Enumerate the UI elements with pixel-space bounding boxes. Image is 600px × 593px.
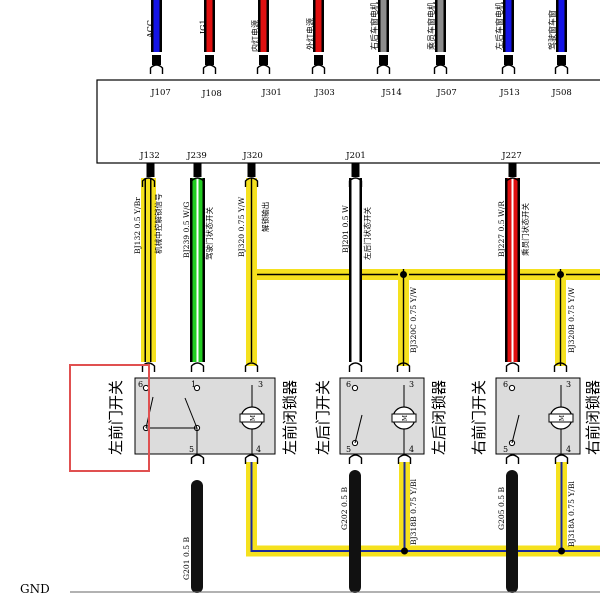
m1-pin-3: 3 <box>258 380 263 389</box>
wire-bj132-desc: 机械中控解锁信号 <box>153 193 163 254</box>
top-label-lr-window: 左后车窗电机 <box>494 2 504 50</box>
wire-bj320b: BJ320B 0.75 Y/W <box>567 287 576 353</box>
wire-g202: G202 0.5 B <box>340 487 349 530</box>
wire-bj320: BJ320 0.75 Y/W <box>237 197 246 257</box>
top-label-rr-window: 右后车窗电机 <box>369 2 379 50</box>
pin-j201: J201 <box>345 151 366 161</box>
m3-pin-5: 5 <box>503 445 508 454</box>
m2-pin-5: 5 <box>346 445 351 454</box>
top-label-acc: ACC <box>146 20 155 39</box>
m3-pin-3: 3 <box>566 380 571 389</box>
motor-symbol-1: M <box>250 415 257 421</box>
pin-j107: J107 <box>150 88 171 98</box>
down-wires <box>141 163 568 373</box>
wire-g201: G201 0.5 B <box>182 537 191 580</box>
pin-j132: J132 <box>139 151 160 161</box>
pin-j227: J227 <box>501 151 522 161</box>
wire-g205: G205 0.5 B <box>497 487 506 530</box>
label-left-rear-lock: 左后闭锁器 <box>430 380 448 455</box>
bottom-wires <box>190 454 600 593</box>
pin-j514: J514 <box>381 88 402 98</box>
label-right-front-switch: 右前门开关 <box>470 380 488 455</box>
highlight-box <box>69 364 150 472</box>
module-right-front: M 6 3 5 4 <box>495 377 581 455</box>
top-label-interior-light: 内灯电源 <box>250 20 260 52</box>
top-wires <box>149 0 569 75</box>
wire-bj318b: BJ318B 0.75 Y/Bl <box>409 478 418 545</box>
label-left-front-switch: 左前门开关 <box>107 380 125 455</box>
top-label-ig1: IG1 <box>199 19 208 34</box>
label-left-front-lock: 左前闭锁器 <box>281 380 299 455</box>
pin-j507: J507 <box>436 88 457 98</box>
m2-pin-3: 3 <box>409 380 414 389</box>
wire-bj201-desc: 左后门状态开关 <box>362 206 372 260</box>
m2-pin-4: 4 <box>409 445 414 454</box>
wire-bj227: BJ227 0.5 W/R <box>497 201 506 257</box>
m2-pin-6: 6 <box>346 380 351 389</box>
label-left-rear-switch: 左后门开关 <box>314 380 332 455</box>
pin-j320: J320 <box>242 151 263 161</box>
module-left-rear: M 6 3 5 4 <box>339 377 425 455</box>
pin-j303: J303 <box>314 88 335 98</box>
wire-bj320-desc: 解锁输出 <box>260 202 270 232</box>
wire-bj132: BJ132 0.5 Y/Br <box>133 197 142 254</box>
pin-j239: J239 <box>186 151 207 161</box>
wire-bj201: BJ201 0.5 W <box>341 205 350 253</box>
m1-pin-1: 1 <box>191 380 196 389</box>
pin-j513: J513 <box>499 88 520 98</box>
m1-pin-6: 6 <box>138 380 143 389</box>
wire-bj320c: BJ320C 0.75 Y/W <box>409 287 418 353</box>
wire-bj318a: BJ318A 0.75 Y/Bl <box>567 481 576 547</box>
label-right-front-lock: 右前闭锁器 <box>584 380 600 455</box>
bcm-box <box>96 79 600 164</box>
motor-symbol-2: M <box>402 415 409 421</box>
motor-symbol-3: M <box>559 415 566 421</box>
top-label-exterior-light: 外灯电源 <box>305 18 315 50</box>
pin-j508: J508 <box>551 88 572 98</box>
top-label-passenger-window: 乘员车窗电机 <box>426 2 436 50</box>
m1-pin-5: 5 <box>189 445 194 454</box>
module-left-front: M 6 1 3 5 4 <box>134 377 276 455</box>
pin-j108: J108 <box>201 89 222 99</box>
wire-bj227-desc: 乘员门状态开关 <box>520 202 530 256</box>
wire-bj239-desc: 驾驶门状态开关 <box>204 206 214 260</box>
yellow-bus <box>246 269 600 366</box>
m3-pin-6: 6 <box>503 380 508 389</box>
m1-pin-4: 4 <box>256 445 261 454</box>
pin-j301: J301 <box>261 88 282 98</box>
top-label-driver-window: 驾驶窗车窗 <box>547 10 557 50</box>
ground-label: GND <box>20 582 50 593</box>
wire-bj239: BJ239 0.5 W/G <box>182 202 191 258</box>
m3-pin-4: 4 <box>566 445 571 454</box>
